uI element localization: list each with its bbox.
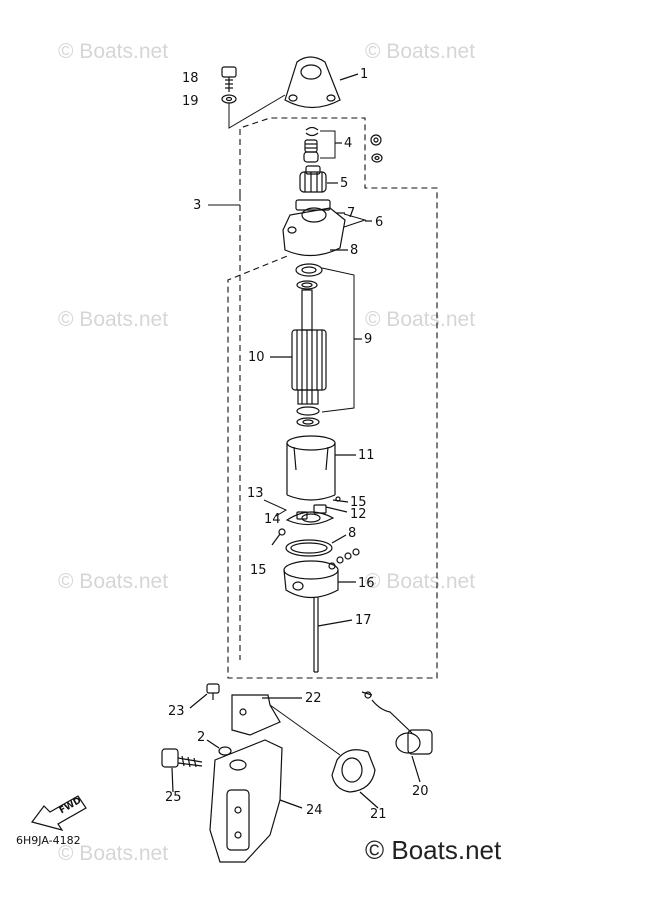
callout-14: 14	[264, 512, 281, 527]
callout-19: 19	[182, 94, 199, 109]
callout-20: 20	[412, 784, 429, 799]
callout-21: 21	[370, 807, 387, 822]
callout-7: 7	[347, 206, 356, 221]
callout-13: 13	[247, 486, 264, 501]
callout-23: 23	[168, 704, 185, 719]
callout-12: 12	[350, 507, 367, 522]
bolt-25	[161, 748, 203, 768]
gasket-8-lower	[285, 539, 333, 557]
plate-22	[231, 694, 281, 736]
watermark: © Boats.net	[365, 40, 476, 63]
through-bolt-17	[313, 597, 319, 673]
fwd-arrow-icon	[30, 795, 87, 831]
callout-3: 3	[193, 198, 202, 213]
bolt-18	[221, 66, 237, 92]
armature-10	[291, 289, 327, 405]
callout-11: 11	[358, 448, 375, 463]
callout-10: 10	[248, 350, 265, 365]
callout-18: 18	[182, 71, 199, 86]
watermark: © Boats.net	[365, 308, 476, 331]
yoke-11	[286, 435, 336, 501]
bolt-23	[206, 683, 220, 700]
callout-16: 16	[358, 576, 375, 591]
assembly-dashed-frame	[227, 117, 438, 679]
watermark: © Boats.net	[58, 308, 169, 331]
callout-8-lower: 8	[348, 526, 357, 541]
cover-1	[284, 56, 341, 109]
watermark: © Boats.net	[365, 570, 476, 593]
watermark: © Boats.net	[58, 570, 169, 593]
solenoid-21	[331, 749, 376, 793]
brush-holder-12	[285, 504, 335, 526]
stopper-4	[303, 126, 319, 163]
brand-logo: © Boats.net	[365, 835, 502, 865]
callout-6: 6	[375, 215, 384, 230]
callout-22: 22	[305, 691, 322, 706]
callout-5: 5	[340, 176, 349, 191]
callout-4: 4	[344, 136, 353, 151]
callout-17: 17	[355, 613, 372, 628]
watermark: © Boats.net	[58, 40, 169, 63]
pinion-5	[299, 165, 327, 193]
front-bracket-6	[282, 199, 346, 257]
starter-switch-20	[361, 691, 433, 755]
drawing-code: 6H9JA-4182	[16, 834, 81, 847]
watermark: © Boats.net	[58, 842, 169, 865]
callout-25: 25	[165, 790, 182, 805]
callout-15-left: 15	[250, 563, 267, 578]
callout-9: 9	[364, 332, 373, 347]
washer-19	[221, 94, 237, 104]
callout-15-right: 15	[350, 495, 367, 510]
callout-24: 24	[306, 803, 323, 818]
callout-8-upper: 8	[350, 243, 359, 258]
rear-cover-16	[283, 548, 360, 599]
nut-small	[370, 134, 383, 163]
bracket-24	[209, 739, 283, 863]
callout-2: 2	[197, 730, 206, 745]
callout-1: 1	[360, 67, 369, 82]
